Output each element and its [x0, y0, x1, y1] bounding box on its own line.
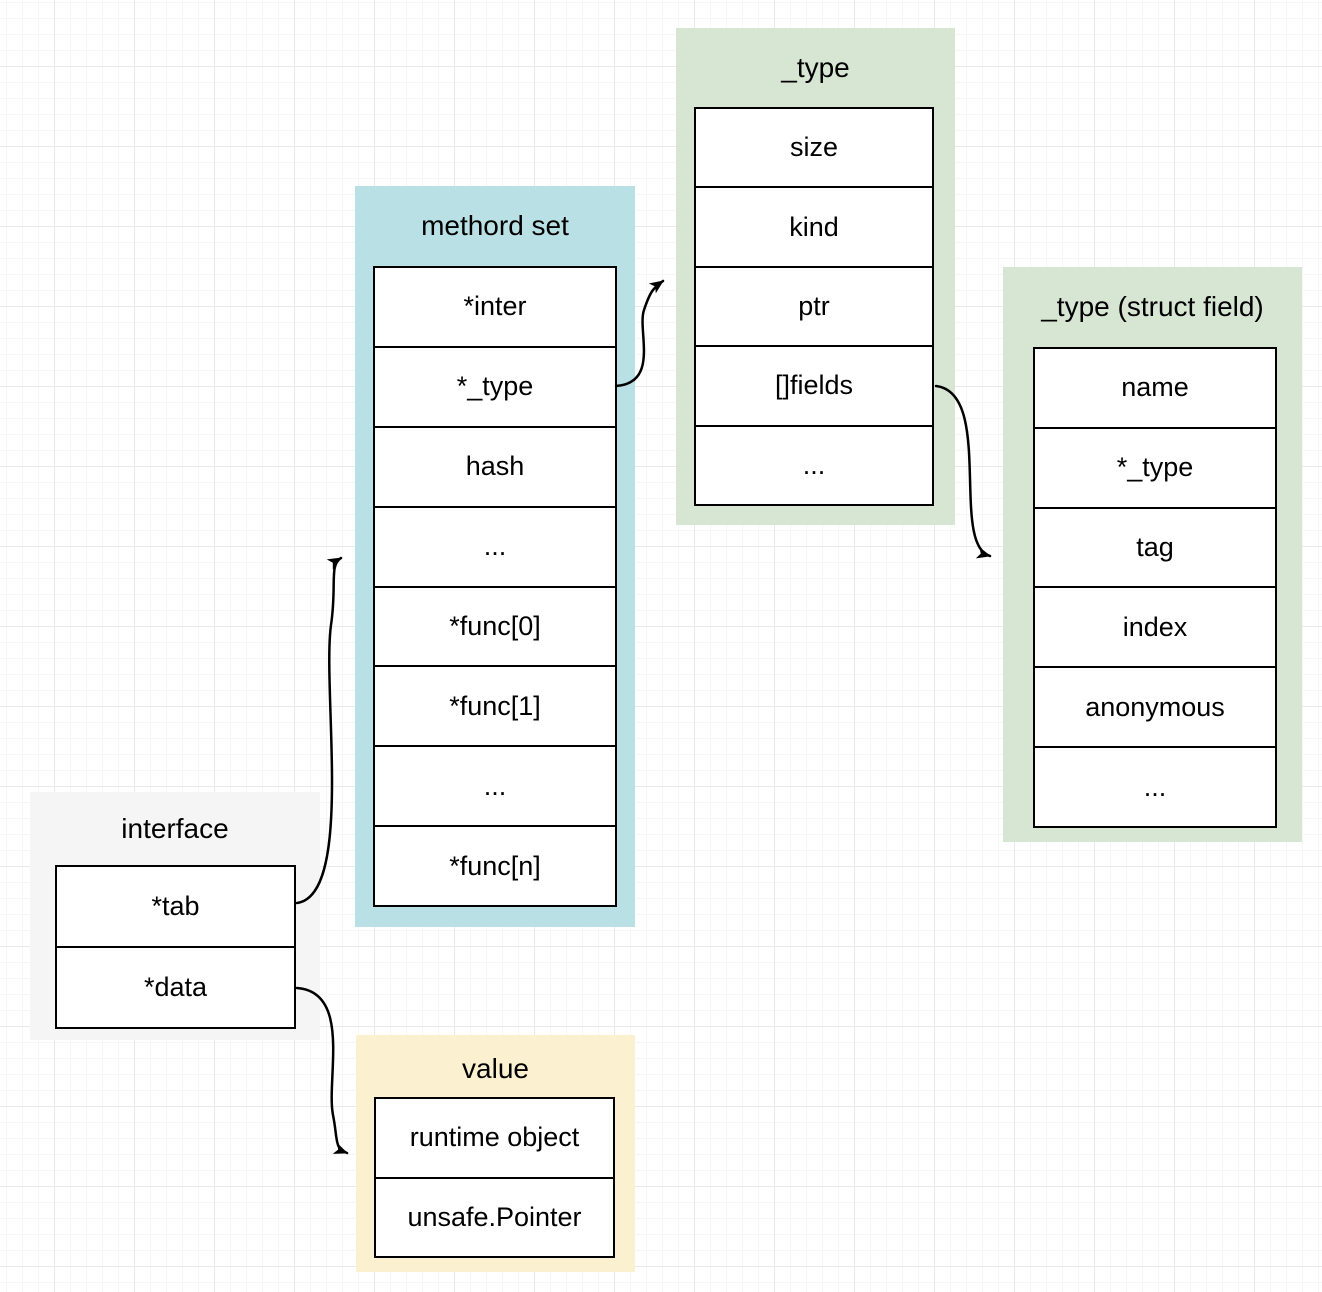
- value-row-unsafe-pointer: unsafe.Pointer: [376, 1176, 613, 1257]
- panel-interface: interface *tab *data: [30, 792, 320, 1040]
- type-table: size kind ptr []fields ...: [694, 107, 934, 506]
- method-set-row-func0: *func[0]: [375, 585, 615, 666]
- method-set-row-funcn: *func[n]: [375, 825, 615, 905]
- type-row-ellipsis: ...: [696, 424, 932, 504]
- panel-type-title: _type: [781, 51, 850, 83]
- method-set-row-ellipsis-2: ...: [375, 745, 615, 825]
- struct-field-row-tag: tag: [1035, 506, 1275, 587]
- type-row-ptr: ptr: [696, 265, 932, 345]
- method-set-row-type: *_type: [375, 345, 615, 426]
- struct-field-row-ellipsis: ...: [1035, 746, 1275, 826]
- panel-struct-field: _type (struct field) name *_type tag ind…: [1003, 267, 1302, 842]
- type-row-size: size: [789, 132, 838, 163]
- method-set-table: *inter *_type hash ... *func[0] *func[1]…: [373, 266, 617, 907]
- method-set-row-hash: hash: [375, 425, 615, 506]
- interface-row-data: *data: [57, 946, 294, 1027]
- type-row-fields: []fields: [696, 345, 932, 424]
- struct-field-row-type: *_type: [1035, 426, 1275, 507]
- panel-interface-title: interface: [121, 812, 229, 844]
- struct-field-row-anonymous: anonymous: [1035, 666, 1275, 746]
- interface-table: *tab *data: [55, 865, 296, 1029]
- panel-value: value runtime object unsafe.Pointer: [356, 1035, 635, 1272]
- panel-value-title: value: [462, 1053, 529, 1084]
- panel-method-set-title: methord set: [421, 210, 569, 241]
- method-set-row-ellipsis-1: ...: [375, 505, 615, 586]
- interface-row-tab: *tab: [151, 891, 200, 921]
- panel-method-set: methord set *inter *_type hash ... *func…: [355, 186, 635, 927]
- struct-field-row-index: index: [1035, 586, 1275, 666]
- method-set-row-inter: *inter: [463, 291, 527, 322]
- struct-field-table: name *_type tag index anonymous ...: [1033, 347, 1277, 828]
- method-set-row-func1: *func[1]: [375, 665, 615, 745]
- struct-field-row-name: name: [1121, 372, 1189, 403]
- panel-type: _type size kind ptr []fields ...: [676, 28, 955, 525]
- type-row-kind: kind: [696, 186, 932, 265]
- value-table: runtime object unsafe.Pointer: [374, 1097, 615, 1258]
- value-row-runtime-object: runtime object: [409, 1122, 580, 1153]
- panel-struct-field-title: _type (struct field): [1041, 291, 1264, 322]
